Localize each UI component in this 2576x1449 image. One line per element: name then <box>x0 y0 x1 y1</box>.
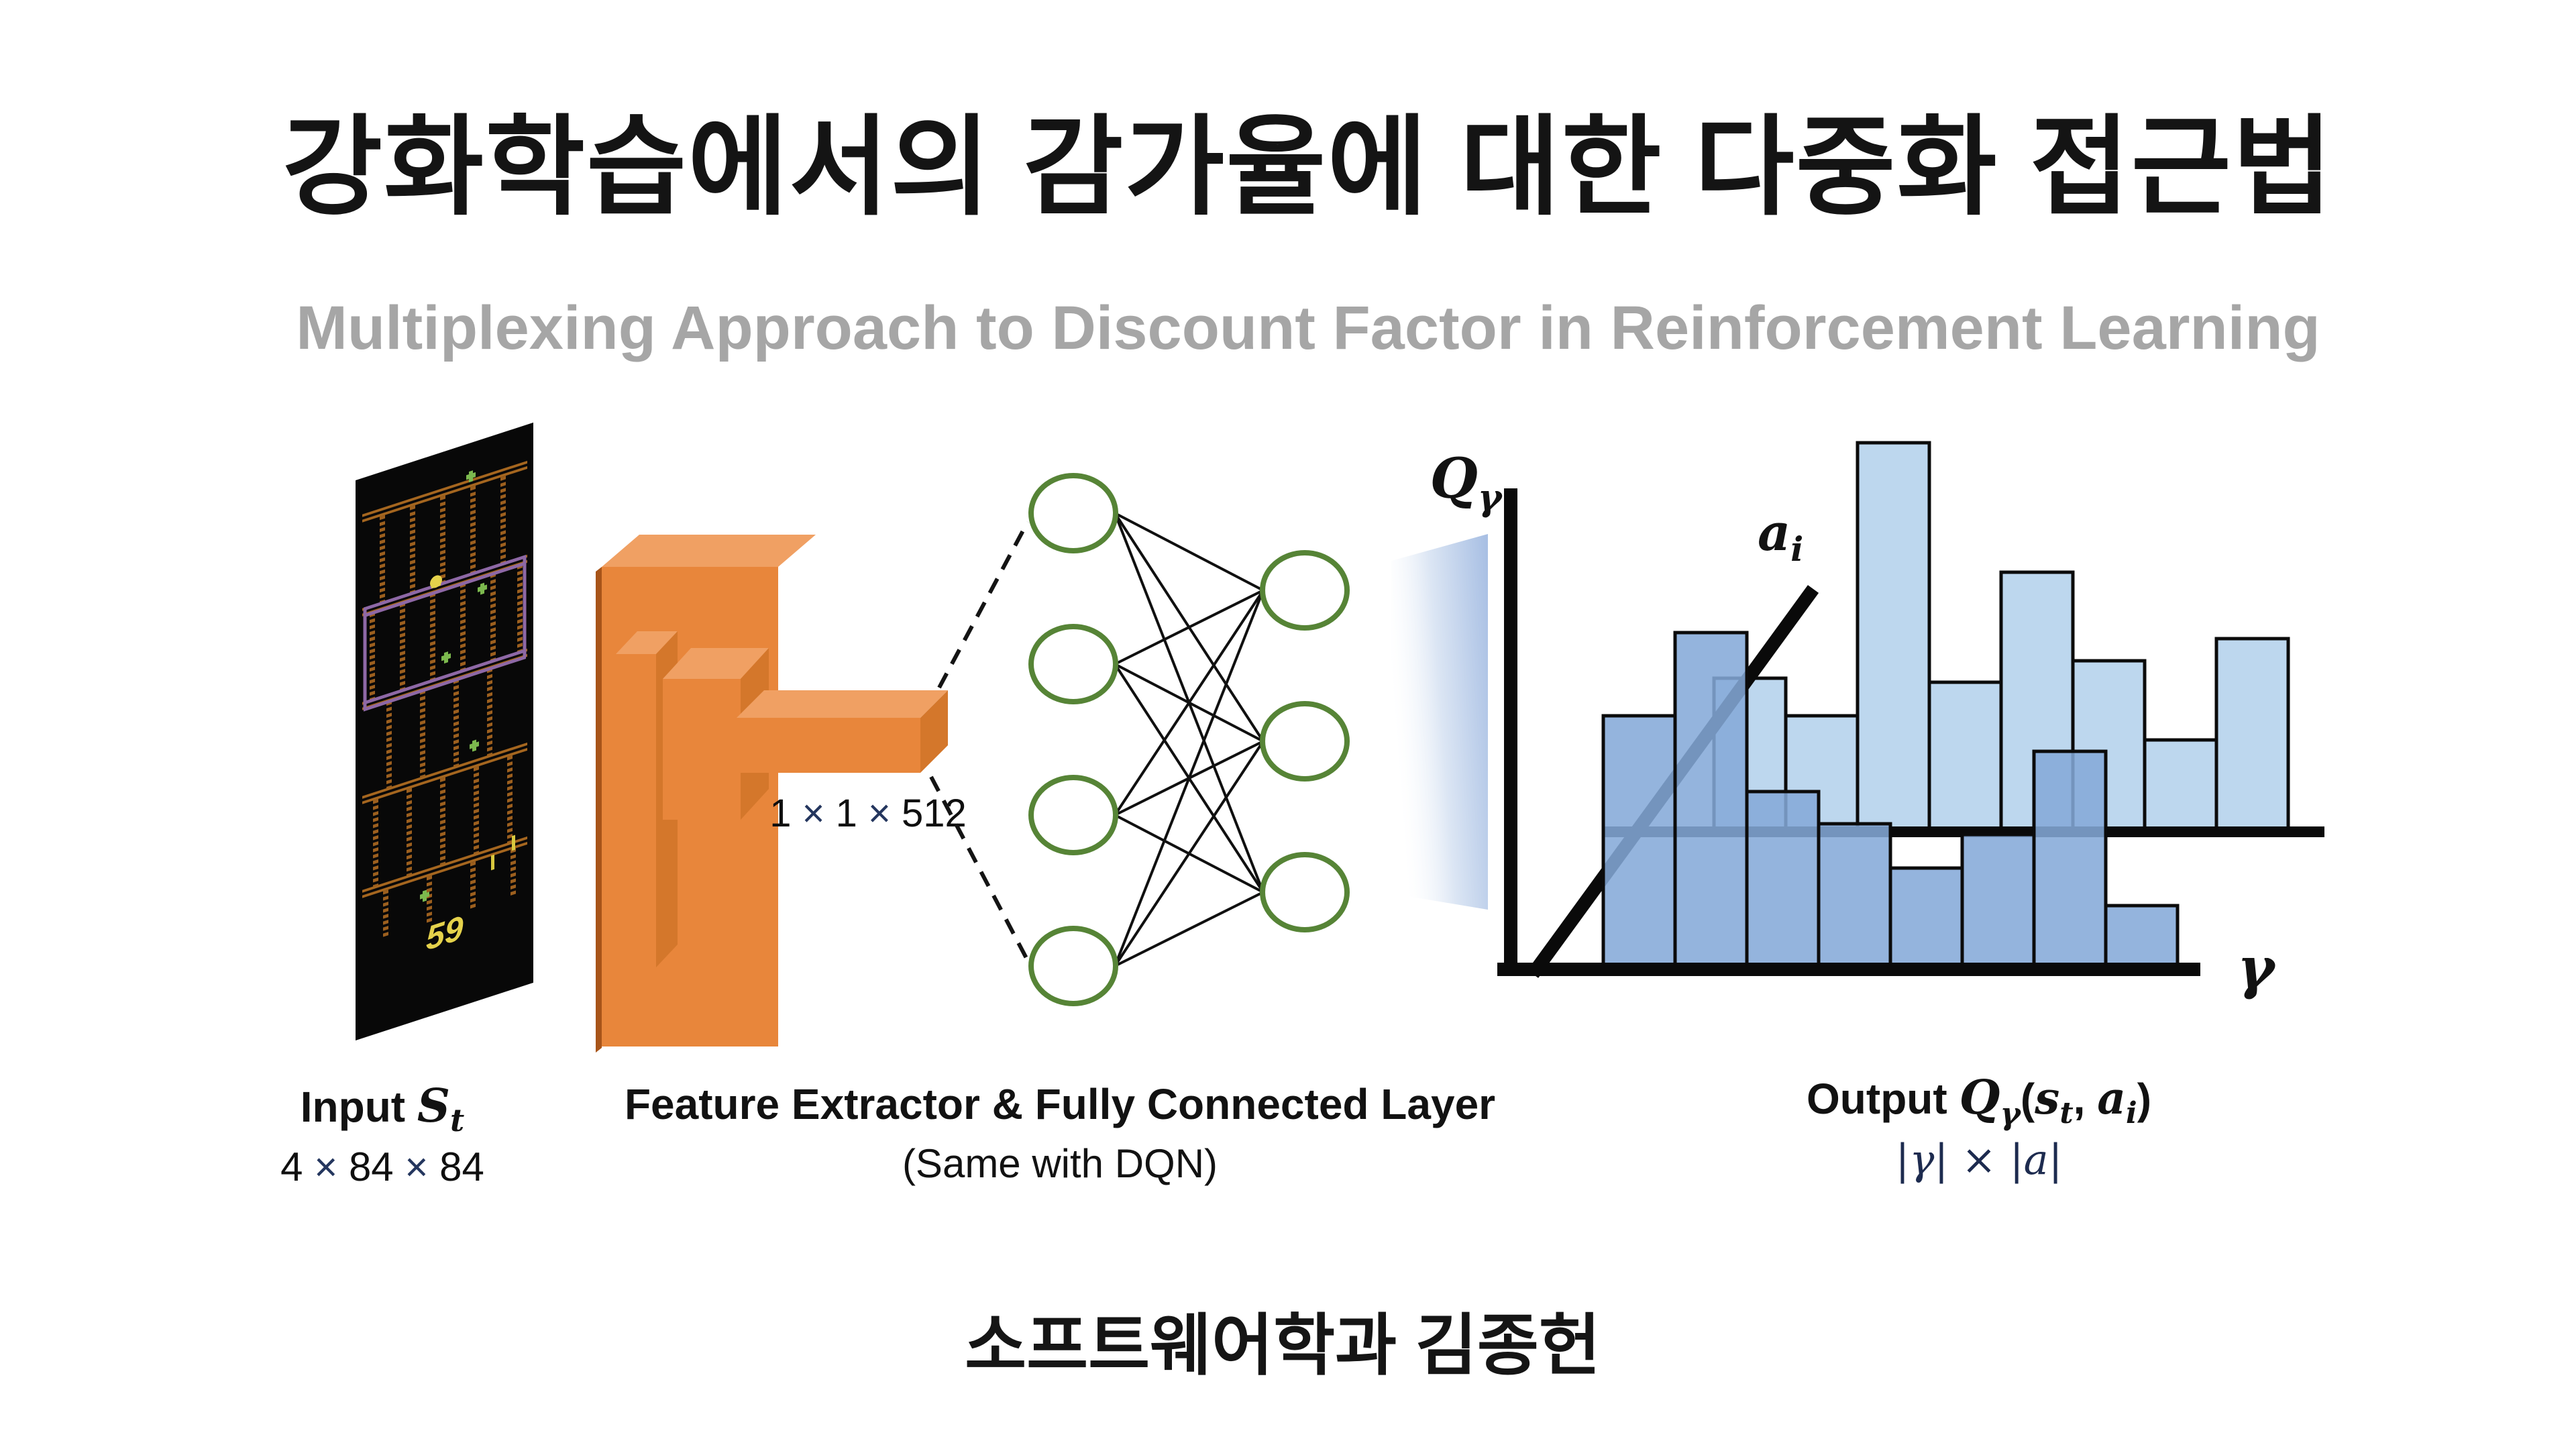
panel-top-face <box>602 535 816 567</box>
maze-purple-tracks <box>363 554 527 712</box>
conv-block-top <box>616 631 678 654</box>
front-histogram-bar <box>2032 749 2108 971</box>
q-axis-label: Qγ <box>1430 447 1503 519</box>
times-sign: × <box>857 792 902 835</box>
dim-value: 4 <box>280 1144 303 1189</box>
conv-block-front <box>616 654 656 967</box>
enemy-sprites <box>420 470 487 902</box>
a-symbol: a <box>1758 502 1790 562</box>
maze-track <box>362 460 527 517</box>
slide-subtitle-english: Multiplexing Approach to Discount Factor… <box>296 294 2320 362</box>
panel-left-edge <box>596 567 602 1053</box>
input-caption: Input St <box>301 1079 465 1138</box>
paren-open: ( <box>2021 1075 2035 1123</box>
front-histogram-bar <box>1960 833 2036 971</box>
neural-network-nodes <box>1028 473 1350 1006</box>
maze-track <box>362 747 527 804</box>
output-label: Output <box>1807 1075 1959 1123</box>
q-symbol: Q <box>1430 447 1477 511</box>
maze-track <box>362 836 527 893</box>
feature-caption-line2: (Same with DQN) <box>902 1141 1218 1186</box>
front-histogram-bar <box>1673 631 1749 971</box>
dim-value: 1 <box>769 792 791 835</box>
player-sprite <box>430 575 442 589</box>
connection-line <box>1114 740 1265 967</box>
output-node <box>1260 852 1350 932</box>
output-node <box>1260 701 1350 782</box>
conv-cube-top <box>663 648 769 679</box>
a-symbol: a <box>2097 1072 2126 1124</box>
front-histogram-bar <box>1745 790 1821 971</box>
front-histogram-bar <box>1601 714 1677 971</box>
feature-extractor <box>596 535 948 1053</box>
t-subscript: t <box>2059 1096 2073 1130</box>
input-node <box>1028 473 1118 553</box>
input-node <box>1028 775 1118 855</box>
projection-gradient <box>1391 534 1488 910</box>
dashed-connector-top <box>937 521 1030 689</box>
back-histogram-bar <box>1856 441 1931 834</box>
q-symbol: Q <box>1959 1069 2000 1125</box>
back-histogram-bar <box>2214 637 2290 834</box>
connection-line <box>1114 891 1264 967</box>
i-subscript: i <box>2126 1096 2137 1130</box>
connection-line <box>1114 512 1264 592</box>
i-subscript: i <box>1790 529 1803 569</box>
fc-vector-top <box>737 690 948 718</box>
connection-line <box>1114 589 1264 665</box>
dim-value: 84 <box>439 1144 484 1189</box>
output-node <box>1260 550 1350 631</box>
action-label: ai <box>1758 502 1803 569</box>
comma: , <box>2074 1075 2098 1123</box>
output-size-line: |γ| × |a| <box>1896 1135 2063 1184</box>
conv-cube-front <box>663 679 741 820</box>
output-caption: Output Qγ(st, ai) <box>1807 1069 2151 1132</box>
network-connections <box>1114 512 1265 967</box>
fc-vector-end <box>920 690 948 773</box>
input-node <box>1028 926 1118 1006</box>
front-histogram-bar <box>1888 866 1964 971</box>
connection-line <box>1114 590 1265 967</box>
maze-track <box>362 466 527 523</box>
back-histogram <box>1712 441 2290 834</box>
dashed-connector-bottom <box>929 775 1030 962</box>
maze-track <box>362 742 527 799</box>
author-caption: 소프트웨어학과 김종헌 <box>965 1308 1601 1383</box>
gamma-axis-label: γ <box>2237 934 2277 1001</box>
maze-track <box>362 841 527 898</box>
front-histogram-bar <box>1817 822 1892 971</box>
input-node <box>1028 624 1118 704</box>
input-label: Input <box>301 1083 417 1131</box>
fc-vector-front <box>737 718 920 773</box>
gamma-subscript: γ <box>2000 1095 2022 1132</box>
state-symbol: S <box>417 1079 450 1133</box>
game-screen-background <box>356 422 533 1040</box>
state-subscript: t <box>450 1102 464 1138</box>
times-sign: × <box>792 792 836 835</box>
s-symbol: s <box>2034 1072 2059 1124</box>
back-histogram-bar <box>1927 680 2003 834</box>
game-screen: 59 <box>356 422 533 1040</box>
back-histogram-bar <box>2143 738 2218 834</box>
feature-caption-line1: Feature Extractor & Fully Connected Laye… <box>625 1080 1495 1128</box>
input-dims: 4 × 84 × 84 <box>280 1144 484 1189</box>
times-sign: × <box>303 1144 349 1189</box>
dim-value: 512 <box>902 792 967 835</box>
dim-value: 84 <box>349 1144 394 1189</box>
connection-line <box>1114 589 1265 816</box>
paren-close: ) <box>2137 1075 2151 1123</box>
times-sign: × <box>394 1144 439 1189</box>
lives-indicators <box>491 835 515 871</box>
slide-title-korean: 강화학습에서의 감가율에 대한 다중화 접근법 <box>282 107 2334 228</box>
dim-value: 1 <box>836 792 857 835</box>
gamma-subscript: γ <box>1478 476 1503 519</box>
front-histogram-bar <box>2104 904 2180 971</box>
conv-output-dims: 1 × 1 × 512 <box>769 792 967 835</box>
